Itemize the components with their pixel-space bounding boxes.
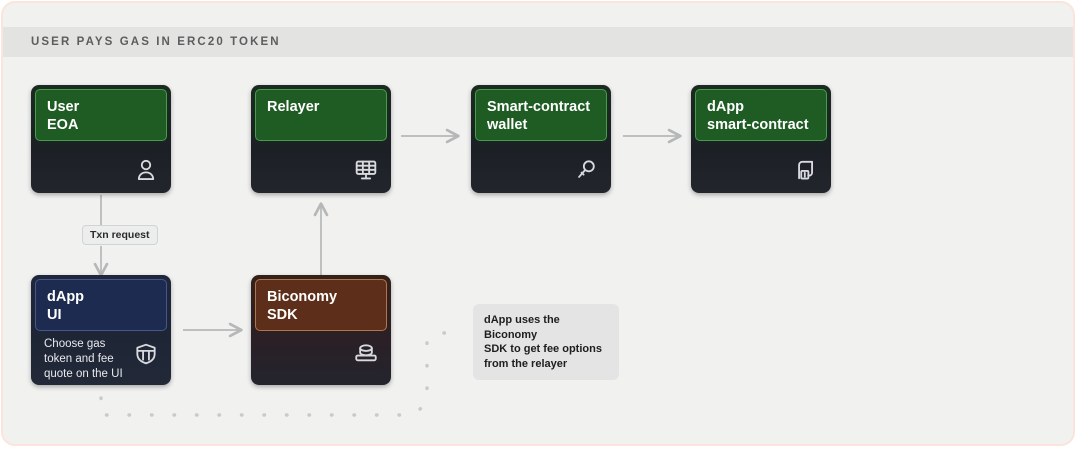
section-header: User pays gas in ERC20 token [3,27,1073,57]
node-title: Smart-contract wallet [487,99,591,133]
node-header: dApp smart-contract [695,89,827,141]
server-grid-icon [353,157,379,183]
node-dapp-smart-contract[interactable]: dApp smart-contract [691,85,831,193]
key-icon [573,157,599,183]
node-header: Relayer [255,89,387,141]
vault-icon [133,341,159,367]
node-title: User EOA [47,99,80,133]
node-relayer[interactable]: Relayer [251,85,391,193]
node-title: Biconomy SDK [267,289,338,323]
user-icon [133,157,159,183]
section-title: User pays gas in ERC20 token [31,36,281,48]
node-title: dApp UI [47,289,85,323]
node-header: Biconomy SDK [255,279,387,331]
database-icon [353,341,379,367]
contract-icon [793,157,819,183]
node-description: Choose gas token and fee quote on the UI [44,338,123,380]
node-smart-contract-wallet[interactable]: Smart-contract wallet [471,85,611,193]
node-header: dApp UI [35,279,167,331]
node-title: Relayer [267,99,320,115]
node-title: dApp smart-contract [707,99,809,133]
node-biconomy-sdk[interactable]: Biconomy SDK [251,275,391,385]
diagram-canvas: User EOA Relayer [3,3,1073,444]
edge-label-txn-request: Txn request [82,225,158,245]
callout-sdk-fee-options: dApp uses the Biconomy SDK to get fee op… [473,304,619,380]
node-dapp-ui[interactable]: dApp UI Choose gas token and fee quote o… [31,275,171,385]
node-header: User EOA [35,89,167,141]
node-user-eoa[interactable]: User EOA [31,85,171,193]
node-header: Smart-contract wallet [475,89,607,141]
